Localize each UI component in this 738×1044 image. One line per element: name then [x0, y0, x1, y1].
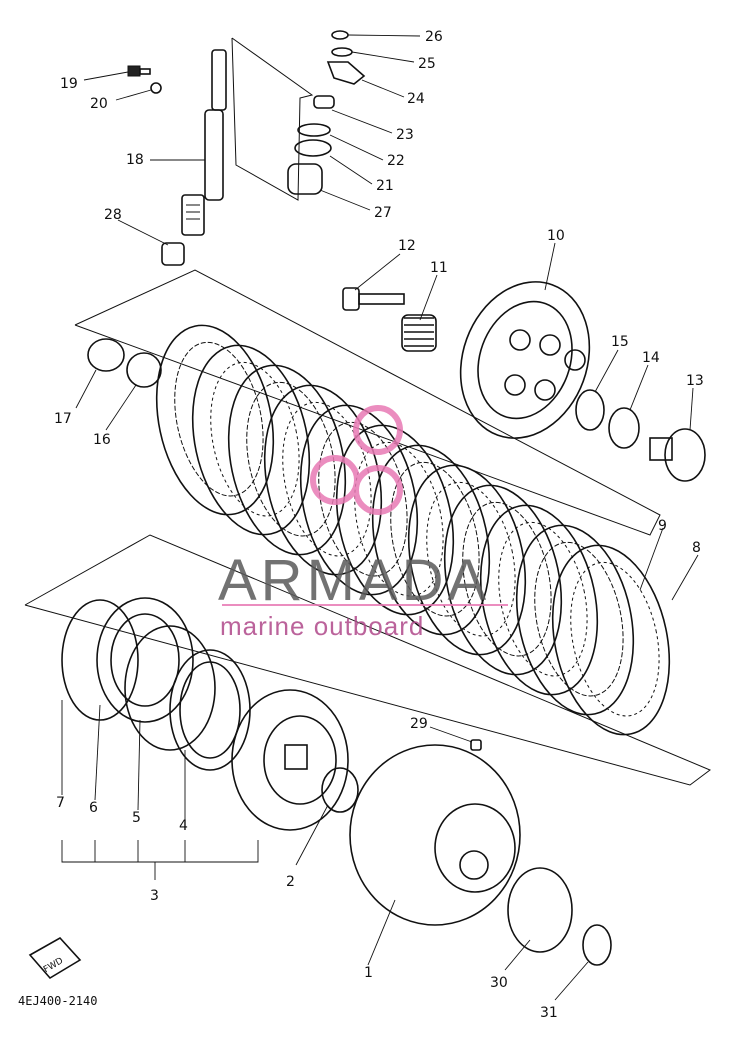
callout-13: 13	[686, 373, 704, 389]
clutch-plate-inner	[390, 461, 480, 617]
small-parts-stack	[287, 30, 366, 195]
callout-26: 26	[425, 29, 443, 45]
watermark-brand: ARMADA	[218, 548, 490, 613]
group-bracket-low	[24, 534, 711, 786]
clutch-plate-inner	[174, 341, 264, 497]
callout-31: 31	[540, 1005, 558, 1021]
clutch-plate-outer	[551, 544, 671, 736]
callout-16: 16	[93, 432, 111, 448]
clutch-plate-inner	[426, 481, 516, 637]
nut-17	[87, 338, 125, 372]
callout-12: 12	[398, 238, 416, 254]
callout-24: 24	[407, 91, 425, 107]
clutch-plate-inner	[534, 541, 624, 697]
callout-21: 21	[376, 178, 394, 194]
washer-16	[126, 352, 162, 388]
clutch-plate-stack	[155, 324, 671, 736]
callout-1: 1	[364, 965, 373, 981]
callout-27: 27	[374, 205, 392, 221]
clutch-plate-outer	[443, 484, 563, 676]
callout-25: 25	[418, 56, 436, 72]
washer-20	[150, 82, 162, 94]
callout-18: 18	[126, 152, 144, 168]
clutch-plate-inner	[246, 381, 336, 537]
callout-8: 8	[692, 540, 701, 556]
clutch-plate-outer	[479, 504, 599, 696]
bushing-28	[161, 242, 185, 266]
pressure-plate	[459, 281, 591, 439]
clutch-boss	[231, 689, 349, 831]
callout-19: 19	[60, 76, 78, 92]
clutch-plate-outer	[299, 404, 419, 596]
push-piece-13	[649, 428, 706, 482]
callout-3: 3	[150, 888, 159, 904]
washer-15	[575, 389, 605, 431]
callout-28: 28	[104, 207, 122, 223]
watermark: ARMADA marine outboard	[218, 405, 508, 641]
callout-17: 17	[54, 411, 72, 427]
clutch-plate-outer	[407, 464, 527, 656]
clutch-plate-inner	[210, 361, 300, 517]
callout-10: 10	[547, 228, 565, 244]
clutch-plate-outer	[191, 344, 311, 536]
callout-6: 6	[89, 800, 98, 816]
callout-22: 22	[387, 153, 405, 169]
fwd-label: FWD	[42, 956, 65, 975]
push-rod	[181, 49, 227, 236]
callout-11: 11	[430, 260, 448, 276]
clutch-plate-outer	[227, 364, 347, 556]
callout-7: 7	[56, 795, 65, 811]
clutch-plate-inner	[570, 561, 660, 717]
gear-30	[507, 867, 573, 953]
callout-9: 9	[658, 518, 667, 534]
callout-20: 20	[90, 96, 108, 112]
bolt-19	[127, 65, 151, 77]
clutch-plate-outer	[155, 324, 275, 516]
callout-labels: 29 1 2 3 4 5 6 7 8 9 10 11 12 13 14 15 1…	[54, 29, 704, 1021]
thrust-washer-2	[321, 767, 359, 813]
clutch-plate-inner	[354, 441, 444, 597]
fwd-arrow-icon	[28, 936, 82, 980]
callout-4: 4	[179, 818, 188, 834]
clutch-plate-outer	[515, 524, 635, 716]
diagram-code: 4EJ400-2140	[18, 994, 97, 1008]
clutch-plate-outer	[335, 424, 455, 616]
group-bracket-top	[231, 37, 314, 201]
callout-29: 29	[410, 716, 428, 732]
clutch-plate-outer	[371, 444, 491, 636]
pin-29	[470, 739, 482, 751]
clutch-housing	[349, 744, 521, 926]
watermark-logo-icon	[310, 405, 403, 515]
bearing-14	[608, 407, 640, 449]
clutch-plate-inner	[498, 521, 588, 677]
bolt-and-spring	[342, 287, 437, 352]
callout-5: 5	[132, 810, 141, 826]
circlip-31	[582, 924, 612, 966]
clutch-plate-inner	[318, 421, 408, 577]
leader-lines	[61, 34, 699, 1001]
clutch-plate-inner	[462, 501, 552, 657]
callout-23: 23	[396, 127, 414, 143]
callout-30: 30	[490, 975, 508, 991]
callout-2: 2	[286, 874, 295, 890]
bracket-3	[61, 840, 259, 863]
callout-14: 14	[642, 350, 660, 366]
watermark-tagline: marine outboard	[220, 611, 424, 641]
callout-15: 15	[611, 334, 629, 350]
